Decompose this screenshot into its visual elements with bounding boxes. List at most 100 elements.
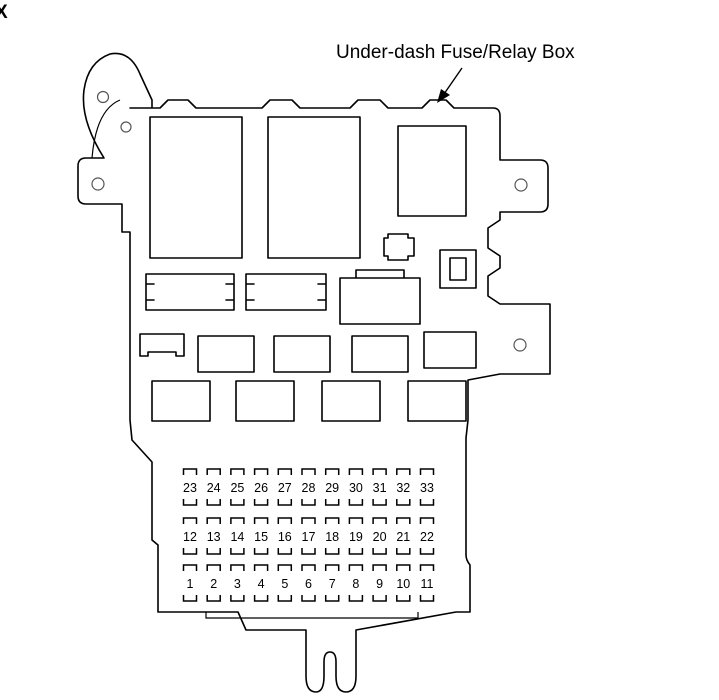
fuse-number-label: 21: [396, 530, 410, 544]
fuse-slot-outline: [372, 517, 387, 555]
fuse-slot-outline: [301, 468, 316, 506]
callout-label: Under-dash Fuse/Relay Box: [336, 42, 575, 63]
fuse-slot-outline: [206, 564, 221, 602]
fuse-number-label: 10: [396, 577, 410, 591]
fuse-slot-21: 21: [396, 517, 411, 555]
fuse-number-label: 6: [305, 577, 312, 591]
fuse-slot-outline: [396, 564, 411, 602]
fuse-slot-outline: [372, 468, 387, 506]
fuse-slot-4: 4: [253, 564, 269, 602]
small-plug: [383, 233, 415, 261]
fuse-slot-outline: [419, 517, 435, 555]
fuse-slot-29: 29: [324, 468, 340, 506]
fuse-slot-outline: [419, 564, 435, 602]
relay-large-2: [267, 116, 361, 259]
fuse-number-label: 17: [302, 530, 316, 544]
fuse-slot-outline: [206, 468, 221, 506]
fuse-slot-outline: [277, 468, 293, 506]
fuse-slot-1: 1: [182, 564, 198, 602]
fuse-slot-outline: [348, 564, 364, 602]
relay-mid-4: [423, 331, 477, 369]
relay-lower-4: [407, 380, 467, 422]
fuse-slot-9: 9: [372, 564, 387, 602]
housing-outline: [77, 52, 551, 693]
relay-mid-3: [351, 335, 409, 373]
bottom-lip: [205, 612, 419, 619]
fuse-slot-outline: [253, 468, 269, 506]
fuse-slot-13: 13: [206, 517, 221, 555]
fuse-slot-outline: [372, 564, 387, 602]
fuse-slot-outline: [419, 468, 435, 506]
mount-hole-left: [91, 177, 105, 191]
relay-medium: [397, 125, 467, 217]
fuse-slot-25: 25: [230, 468, 245, 506]
fuse-slot-outline: [230, 468, 245, 506]
connector-2: [245, 273, 327, 311]
fuse-slot-outline: [348, 468, 364, 506]
fuse-slot-outline: [206, 517, 221, 555]
fuse-slot-outline: [230, 517, 245, 555]
fuse-number-label: 23: [183, 481, 197, 495]
fuse-slot-outline: [324, 468, 340, 506]
mini-relay: [139, 333, 185, 357]
fuse-number-label: 4: [258, 577, 265, 591]
fuse-number-label: 7: [329, 577, 336, 591]
relay-lower-1: [151, 380, 211, 422]
fuse-slot-8: 8: [348, 564, 364, 602]
ear-detail: [91, 99, 121, 159]
diode-socket-inner: [449, 257, 467, 281]
connector-1: [145, 273, 235, 311]
fuse-number-label: 8: [352, 577, 359, 591]
fuse-slot-outline: [301, 564, 316, 602]
fuse-slot-10: 10: [396, 564, 411, 602]
fuse-slot-20: 20: [372, 517, 387, 555]
relay-lower-3: [321, 380, 381, 422]
fuse-slot-6: 6: [301, 564, 316, 602]
fuse-number-label: 9: [376, 577, 383, 591]
fuse-number-label: 31: [373, 481, 387, 495]
relay-mid-1: [197, 335, 255, 373]
fuse-slot-outline: [182, 564, 198, 602]
fuse-number-label: 24: [207, 481, 221, 495]
fuse-slot-outline: [396, 468, 411, 506]
fuse-number-label: 16: [278, 530, 292, 544]
fuse-slot-outline: [253, 517, 269, 555]
fuse-number-label: 22: [420, 530, 434, 544]
diode-socket: [439, 249, 477, 289]
fuse-slot-24: 24: [206, 468, 221, 506]
mount-hole-right: [514, 178, 528, 192]
fuse-number-label: 12: [183, 530, 197, 544]
fuse-slot-31: 31: [372, 468, 387, 506]
fuse-slot-outline: [348, 517, 364, 555]
fuse-slot-30: 30: [348, 468, 364, 506]
fuse-slot-5: 5: [277, 564, 293, 602]
fuse-slot-27: 27: [277, 468, 293, 506]
fuse-slot-18: 18: [324, 517, 340, 555]
relay-lower-2: [235, 380, 295, 422]
fuse-slot-22: 22: [419, 517, 435, 555]
fuse-number-label: 19: [349, 530, 363, 544]
fuse-number-label: 25: [230, 481, 244, 495]
fuse-number-label: 32: [396, 481, 410, 495]
fuse-number-label: 1: [187, 577, 194, 591]
relay-large-1: [149, 116, 243, 259]
fuse-slot-32: 32: [396, 468, 411, 506]
fuse-slot-19: 19: [348, 517, 364, 555]
fuse-slot-15: 15: [253, 517, 269, 555]
fuse-number-label: 3: [234, 577, 241, 591]
fuse-number-label: 14: [230, 530, 244, 544]
fuse-slot-3: 3: [230, 564, 245, 602]
fuse-slot-17: 17: [301, 517, 316, 555]
fuse-slot-outline: [277, 564, 293, 602]
fuse-number-label: 28: [302, 481, 316, 495]
fuse-number-label: 20: [373, 530, 387, 544]
fuse-slot-7: 7: [324, 564, 340, 602]
fuse-number-label: 33: [420, 481, 434, 495]
fuse-number-label: 30: [349, 481, 363, 495]
fuse-slot-28: 28: [301, 468, 316, 506]
callout-arrow: [437, 67, 463, 103]
fuse-number-label: 26: [254, 481, 268, 495]
